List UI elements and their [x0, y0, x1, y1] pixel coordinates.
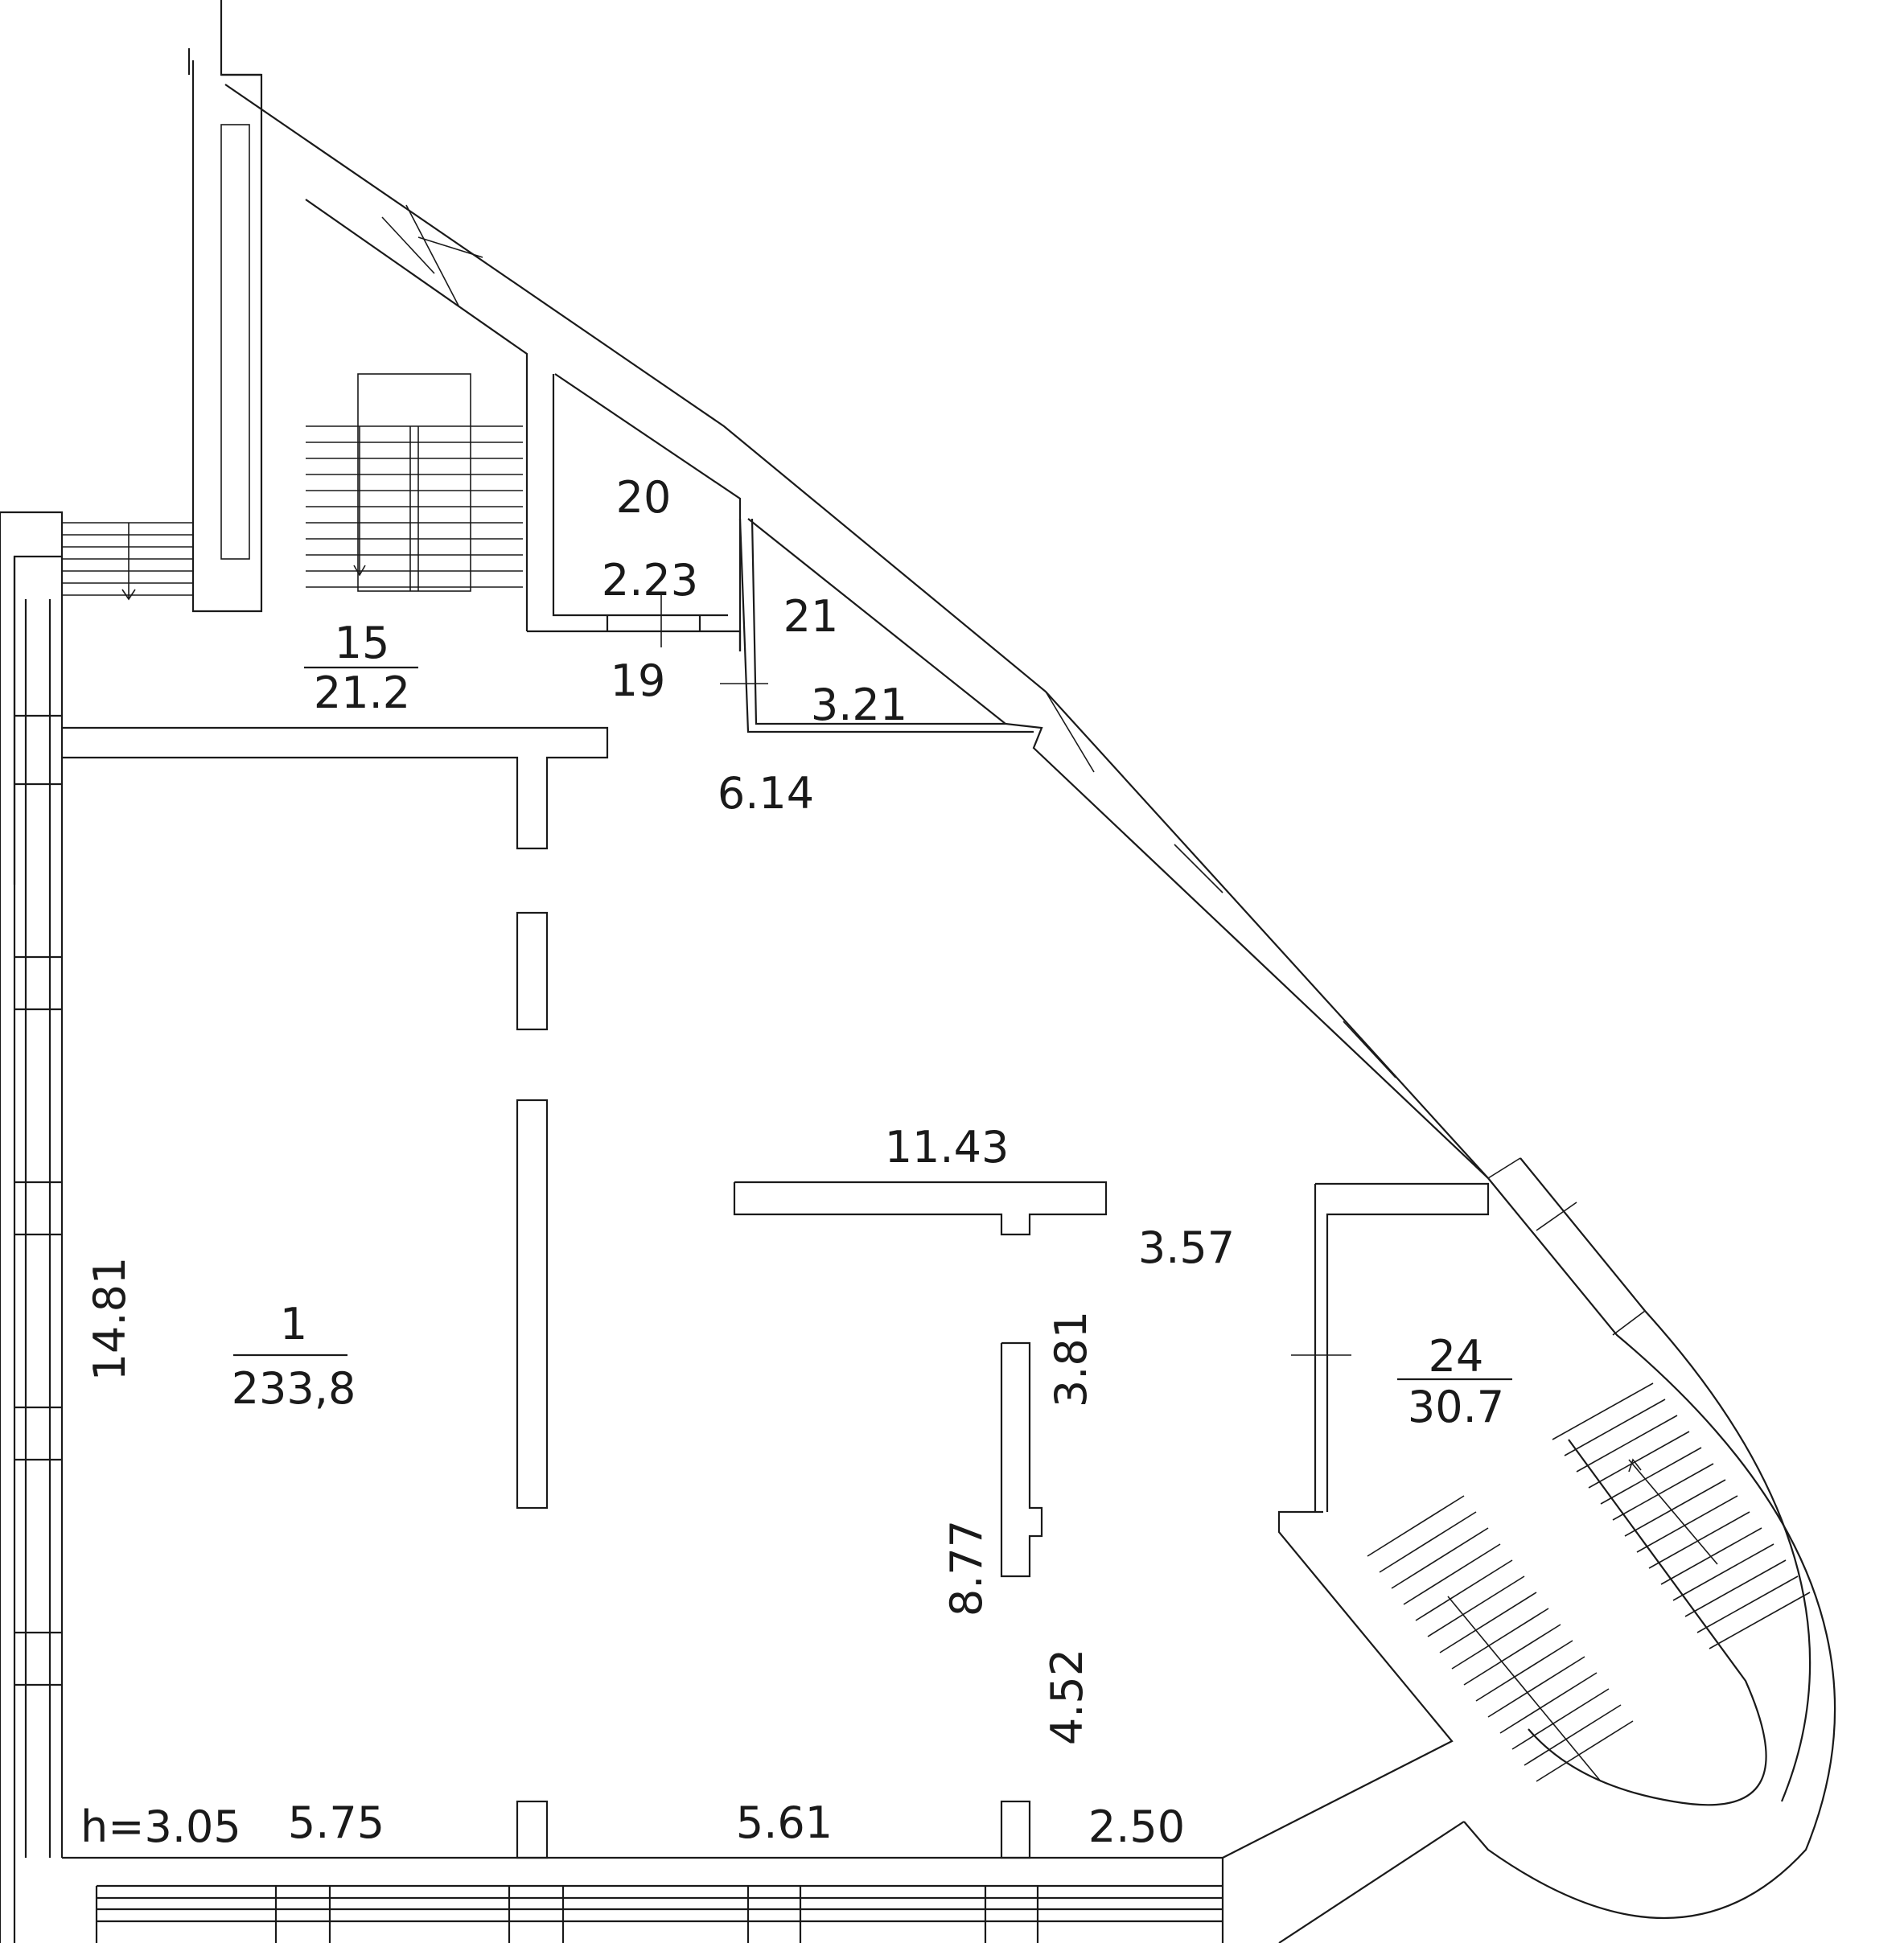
dimension-3-57: 3.57 — [1138, 1222, 1235, 1273]
dimension-6-14: 6.14 — [718, 768, 814, 819]
dimension-4-52: 4.52 — [1042, 1649, 1092, 1745]
dimension-2-50: 2.50 — [1088, 1801, 1185, 1852]
dimension-2-23: 2.23 — [602, 555, 698, 606]
interior-walls — [62, 374, 1490, 1859]
room-21-number: 21 — [783, 591, 839, 642]
dimension-5-75: 5.75 — [288, 1797, 385, 1848]
room-1-number: 1 — [280, 1299, 307, 1349]
room-1-area: 233,8 — [232, 1363, 356, 1414]
room-24-number: 24 — [1429, 1331, 1484, 1382]
room-labels: 1 233,8 15 21.2 19 20 21 24 30.7 — [232, 472, 1512, 1432]
room-20-number: 20 — [616, 472, 672, 523]
dimension-labels: 2.23 3.21 6.14 11.43 3.57 3.81 8.77 4.52… — [80, 555, 1235, 1852]
room-15-number: 15 — [335, 618, 390, 668]
dimension-11-43: 11.43 — [885, 1122, 1010, 1173]
outer-walls — [0, 0, 1836, 1943]
room-24-area: 30.7 — [1408, 1382, 1504, 1432]
dimension-14-81: 14.81 — [84, 1257, 135, 1382]
ceiling-height: h=3.05 — [80, 1801, 241, 1852]
dimension-3-21: 3.21 — [811, 680, 907, 730]
dimension-5-61: 5.61 — [736, 1797, 833, 1848]
stairs — [62, 373, 1811, 1782]
room-19-number: 19 — [611, 655, 666, 706]
dimension-8-77: 8.77 — [941, 1520, 992, 1616]
dimension-3-81: 3.81 — [1046, 1311, 1096, 1407]
room-15-area: 21.2 — [314, 668, 410, 718]
